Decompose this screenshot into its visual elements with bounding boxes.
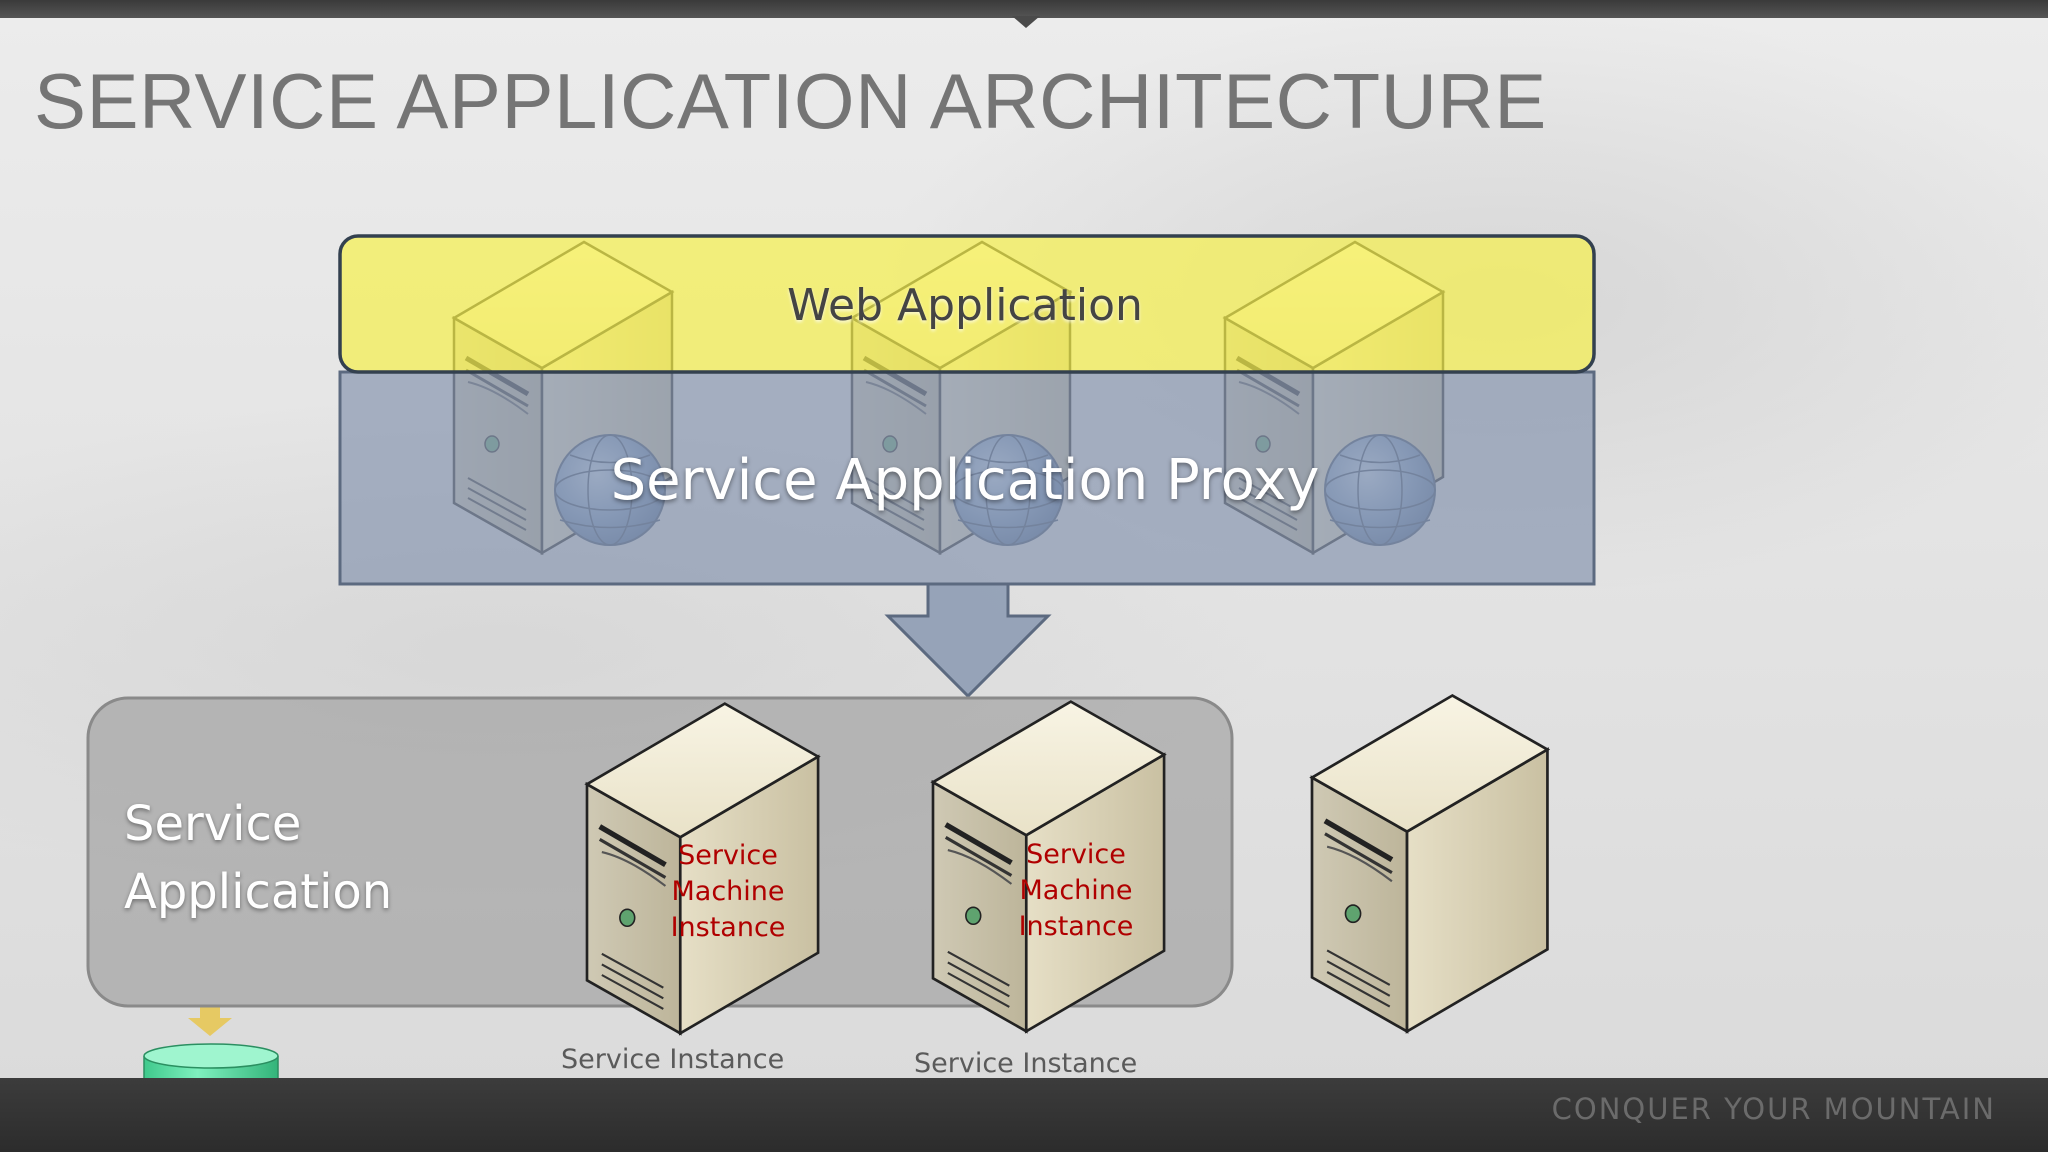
- web-application-label: Web Application: [787, 280, 1143, 331]
- proxy-band: [338, 370, 1596, 586]
- service-instance-caption: Service Instance: [914, 1048, 1138, 1079]
- service-machine-instance-label: Service Machine Instance: [1018, 839, 1134, 942]
- server-icon: [1312, 696, 1547, 1032]
- top-bar: [0, 0, 2048, 18]
- top-notch: [1012, 16, 1040, 28]
- slide-title: SERVICE APPLICATION ARCHITECTURE: [34, 57, 1547, 145]
- service-machine-instance-label: Service Machine Instance: [670, 840, 786, 943]
- footer-tagline: CONQUER YOUR MOUNTAIN: [1551, 1092, 1996, 1126]
- service-instance-caption: Service Instance: [561, 1044, 785, 1075]
- web-application-band: [338, 234, 1596, 374]
- service-application-proxy-label: Service Application Proxy: [610, 448, 1320, 513]
- service-application-label: Service Application: [124, 796, 393, 920]
- footer-bar: [0, 1078, 2048, 1152]
- small-arrow-icon: [188, 1006, 232, 1036]
- down-arrow-icon: [884, 582, 1052, 699]
